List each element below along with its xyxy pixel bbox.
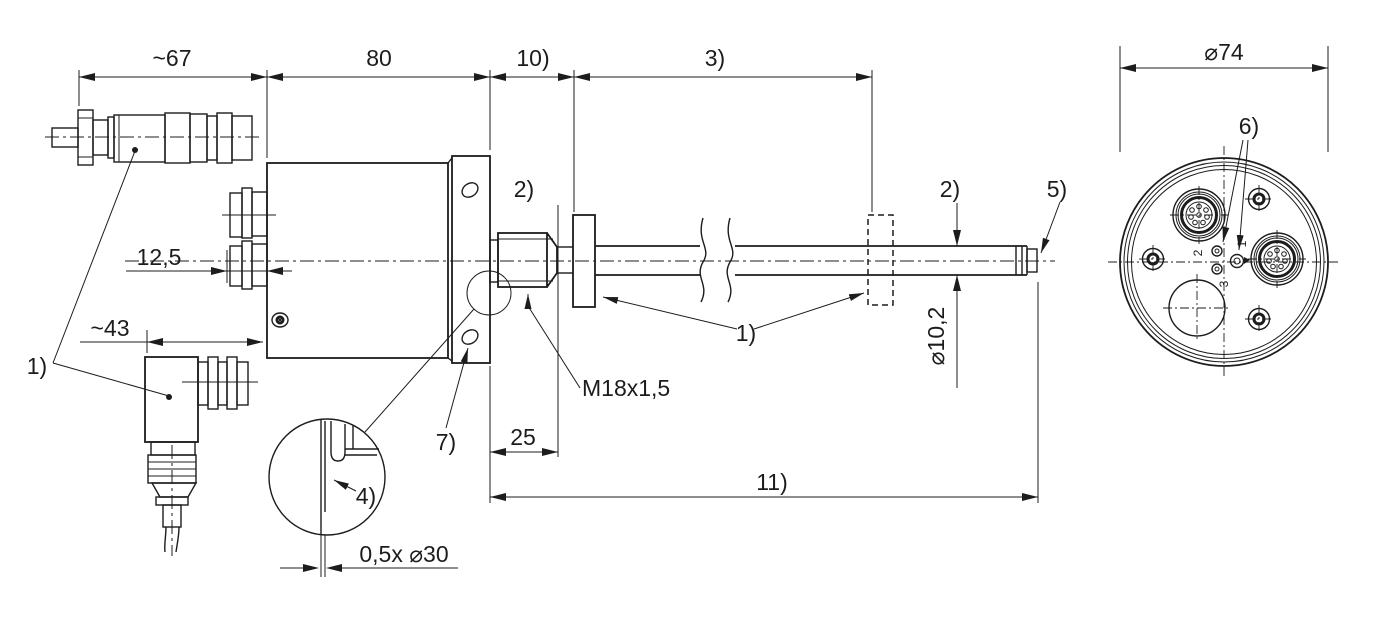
- ref-10: 10): [516, 45, 549, 71]
- ref-11-total-length: 11): [756, 469, 788, 495]
- dim-elbow-clearance: ~43: [90, 315, 129, 341]
- detail-circle: [268, 418, 386, 536]
- hole-label-2: 2: [1191, 249, 1205, 256]
- end-connector-1: [1170, 186, 1228, 244]
- straight-connector: [45, 109, 260, 166]
- dim-face-chamfer: 0,5x ⌀30: [359, 541, 448, 567]
- ref-2-right: 2): [940, 176, 960, 202]
- dimensions: ~67 80 10) 3) ⌀74 12,5 ~43 25: [78, 39, 1329, 567]
- flange-hole-top: [461, 182, 479, 198]
- flange-hole-bottom: [461, 329, 479, 345]
- rod-end-cap: [1026, 248, 1038, 273]
- detail-view: [268, 270, 512, 577]
- end-view: 1 2 3: [1108, 146, 1340, 378]
- position-magnet: [572, 214, 596, 308]
- ref-1-connectors: 1): [27, 353, 47, 379]
- ref-5-rod-end: 5): [1047, 176, 1067, 202]
- hole-label-1: 1: [1235, 240, 1249, 247]
- dim-connector-length: ~67: [152, 45, 191, 71]
- dim-housing-length: 80: [366, 45, 392, 71]
- ref-4-detail: 4): [356, 483, 376, 509]
- side-view: [45, 109, 1055, 556]
- break-line: [726, 217, 734, 303]
- housing: [222, 155, 491, 364]
- flange-outline: [1119, 157, 1329, 367]
- dim-stub-protrusion: 12,5: [137, 244, 182, 270]
- hole-label-3: 3: [1217, 280, 1231, 287]
- end-large-hole: [1163, 274, 1231, 342]
- dim-flange-diameter: ⌀74: [1204, 39, 1244, 65]
- ref-1-magnets: 1): [736, 320, 756, 346]
- elbow-connector: [144, 356, 258, 556]
- dim-rod-diameter: ⌀10,2: [923, 307, 949, 366]
- position-magnet-phantom: [867, 214, 894, 306]
- ref-3: 3): [705, 45, 725, 71]
- break-line: [699, 217, 707, 303]
- housing-screw: [271, 312, 289, 328]
- rear-connector-stubs: [222, 187, 276, 290]
- end-connector-2: [1248, 230, 1306, 288]
- dim-thread-length: 25: [510, 424, 536, 450]
- detail-source-circle: [466, 270, 512, 316]
- ref-6-center-holes: 6): [1239, 113, 1259, 139]
- callouts: 1) 1) 2) 2) 5) 6) 7) 4) M18x1,5: [27, 113, 1259, 509]
- end-screw-holes: [1139, 185, 1273, 333]
- ref-2-left: 2): [514, 176, 534, 202]
- rod: [595, 214, 1038, 306]
- leader-dot: [132, 147, 138, 153]
- ref-7-mounting-hole: 7): [436, 429, 456, 455]
- thread-spec: M18x1,5: [582, 375, 670, 401]
